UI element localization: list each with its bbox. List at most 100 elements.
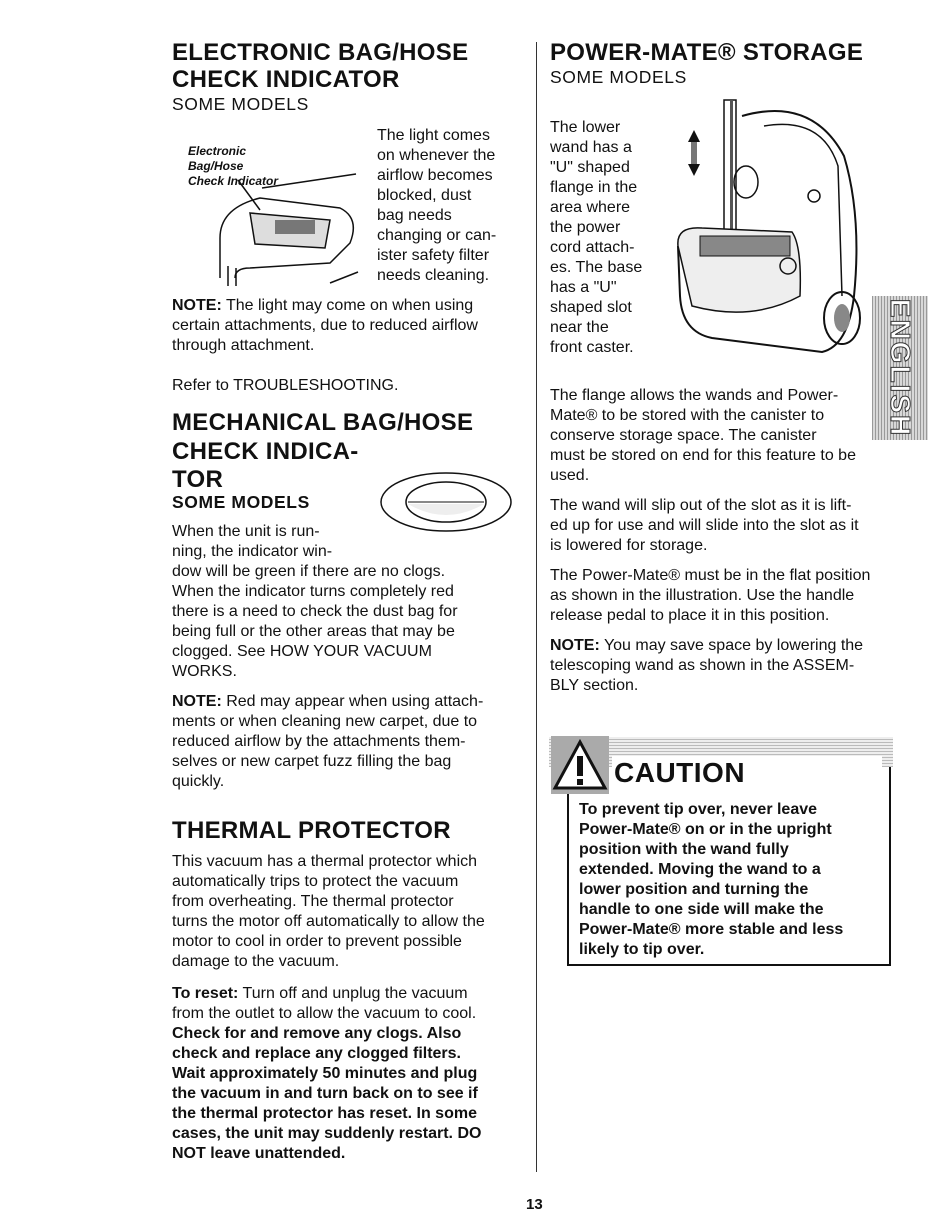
text-line: The lower	[550, 119, 621, 136]
text-line: When the indicator turns completely red	[172, 583, 454, 600]
text-line: flange in the	[550, 179, 638, 196]
text-line: release pedal to place it in this positi…	[550, 607, 830, 624]
text-line: BLY section.	[550, 677, 639, 694]
figure-label-line: Check Indicator	[188, 174, 279, 188]
storage-paragraph-1: The flange allows the wands and Power- M…	[550, 386, 890, 486]
storage-note: NOTE: You may save space by lowering the…	[550, 636, 890, 696]
electronic-subtitle: SOME MODELS	[172, 94, 309, 114]
caution-text: To prevent tip over, never leave Power-M…	[579, 800, 884, 960]
note-label: NOTE:	[172, 693, 222, 710]
text-line: ister safety filter	[377, 247, 490, 264]
text-line: To prevent tip over, never leave	[579, 801, 818, 818]
note-text: You may save space by lowering the	[599, 637, 864, 654]
page-number: 13	[526, 1196, 543, 1213]
text-line: wand has a	[550, 139, 632, 156]
electronic-description: The light comes on whenever the airflow …	[377, 126, 496, 286]
text-line: Mate® to be stored with the canister to	[550, 407, 825, 424]
text-line: handle to one side will make the	[579, 901, 824, 918]
text-line: motor to cool in order to prevent possib…	[172, 933, 462, 950]
text-line: there is a need to check the dust bag fo…	[172, 603, 458, 620]
text-line: shaped slot	[550, 299, 632, 316]
text-line: cases, the unit may suddenly restart. DO	[172, 1125, 482, 1142]
text-line: The flange allows the wands and Power-	[550, 387, 839, 404]
text-line: bag needs	[377, 207, 452, 224]
text-line: likely to tip over.	[579, 941, 705, 958]
electronic-title-line2: CHECK INDICATOR	[172, 66, 400, 93]
text-line: NOT leave unattended.	[172, 1145, 346, 1162]
refer-troubleshooting: Refer to TROUBLESHOOTING.	[172, 377, 399, 394]
mechanical-description: When the unit is run- ning, the indicato…	[172, 522, 517, 682]
text-line: es. The base	[550, 259, 643, 276]
text-line: reduced airflow by the attachments them-	[172, 733, 466, 750]
column-divider	[536, 42, 537, 1172]
text-line: needs cleaning.	[377, 267, 490, 284]
storage-figure-text: The lower wand has a "U" shaped flange i…	[550, 118, 642, 358]
text-line: certain attachments, due to reduced airf…	[172, 317, 478, 334]
thermal-title: THERMAL PROTECTOR	[172, 817, 451, 844]
note-text: Red may appear when using attach-	[221, 693, 484, 710]
text-line: damage to the vacuum.	[172, 953, 340, 970]
text-line: as shown in the illustration. Use the ha…	[550, 587, 855, 604]
text-line: Power-Mate® on or in the upright	[579, 821, 832, 838]
text-line: ed up for use and will slide into the sl…	[550, 517, 859, 534]
mechanical-title-line2: CHECK INDICA-	[172, 438, 359, 465]
text-line: from the outlet to allow the vacuum to c…	[172, 1005, 477, 1022]
text-line: position with the wand fully	[579, 841, 789, 858]
text-line: ments or when cleaning new carpet, due t…	[172, 713, 478, 730]
electronic-indicator-illustration	[219, 173, 359, 286]
text-line: ning, the indicator win-	[172, 543, 333, 560]
text-line: Wait approximately 50 minutes and plug	[172, 1065, 478, 1082]
mechanical-title-line1: MECHANICAL BAG/HOSE	[172, 409, 474, 436]
text-line: has a "U"	[550, 279, 617, 296]
figure-label-line: Electronic	[188, 144, 247, 158]
indicator-window-illustration	[380, 472, 512, 532]
vacuum-storage-illustration	[677, 99, 861, 354]
storage-subtitle: SOME MODELS	[550, 67, 687, 87]
text-line: selves or new carpet fuzz filling the ba…	[172, 753, 452, 770]
warning-icon	[551, 736, 609, 794]
text-line: blocked, dust	[377, 187, 472, 204]
mechanical-note: NOTE: Red may appear when using attach- …	[172, 692, 517, 792]
language-tab: ENGLISH	[872, 296, 928, 440]
text-line: must be stored on end for this feature t…	[550, 447, 856, 464]
storage-paragraph-3: The Power-Mate® must be in the flat posi…	[550, 566, 890, 626]
text-line: Check for and remove any clogs. Also	[172, 1025, 462, 1042]
note-label: NOTE:	[172, 297, 222, 314]
mechanical-title-line3: TOR	[172, 466, 224, 493]
text-line: check and replace any clogged filters.	[172, 1045, 461, 1062]
text-line: quickly.	[172, 773, 225, 790]
text-line: on whenever the	[377, 147, 496, 164]
text-line: extended. Moving the wand to a	[579, 861, 821, 878]
text-line: the thermal protector has reset. In some	[172, 1105, 477, 1122]
caution-title: CAUTION	[614, 757, 746, 788]
text-line: automatically trips to protect the vacuu…	[172, 873, 459, 890]
storage-title: POWER-MATE® STORAGE	[550, 39, 864, 66]
text-line: "U" shaped	[550, 159, 630, 176]
thermal-description: This vacuum has a thermal protector whic…	[172, 852, 517, 972]
note-label: NOTE:	[550, 637, 600, 654]
text-line: near the	[550, 319, 609, 336]
figure-label: Electronic Bag/Hose Check Indicator	[188, 144, 278, 189]
text-line: is lowered for storage.	[550, 537, 708, 554]
caution-title-bg	[612, 756, 882, 790]
text-line: dow will be green if there are no clogs.	[172, 563, 446, 580]
text-line: The light comes	[377, 127, 490, 144]
text-line: telescoping wand as shown in the ASSEM-	[550, 657, 855, 674]
text-line: WORKS.	[172, 663, 237, 680]
electronic-note: NOTE: The light may come on when using c…	[172, 296, 517, 356]
mechanical-subtitle: SOME MODELS	[172, 492, 310, 512]
text-line: clogged. See HOW YOUR VACUUM	[172, 643, 432, 660]
reset-label: To reset:	[172, 985, 239, 1002]
figure-label-line: Bag/Hose	[188, 159, 244, 173]
text-line: cord attach-	[550, 239, 635, 256]
text-line: The Power-Mate® must be in the flat posi…	[550, 567, 871, 584]
text-line: lower position and turning the	[579, 881, 809, 898]
electronic-title-line1: ELECTRONIC BAG/HOSE	[172, 39, 469, 66]
text-line: turns the motor off automatically to all…	[172, 913, 485, 930]
text-line: changing or can-	[377, 227, 497, 244]
text-line: airflow becomes	[377, 167, 493, 184]
text-line: being full or the other areas that may b…	[172, 623, 455, 640]
text-line: The wand will slip out of the slot as it…	[550, 497, 852, 514]
text-line: conserve storage space. The canister	[550, 427, 817, 444]
text-line: front caster.	[550, 339, 634, 356]
